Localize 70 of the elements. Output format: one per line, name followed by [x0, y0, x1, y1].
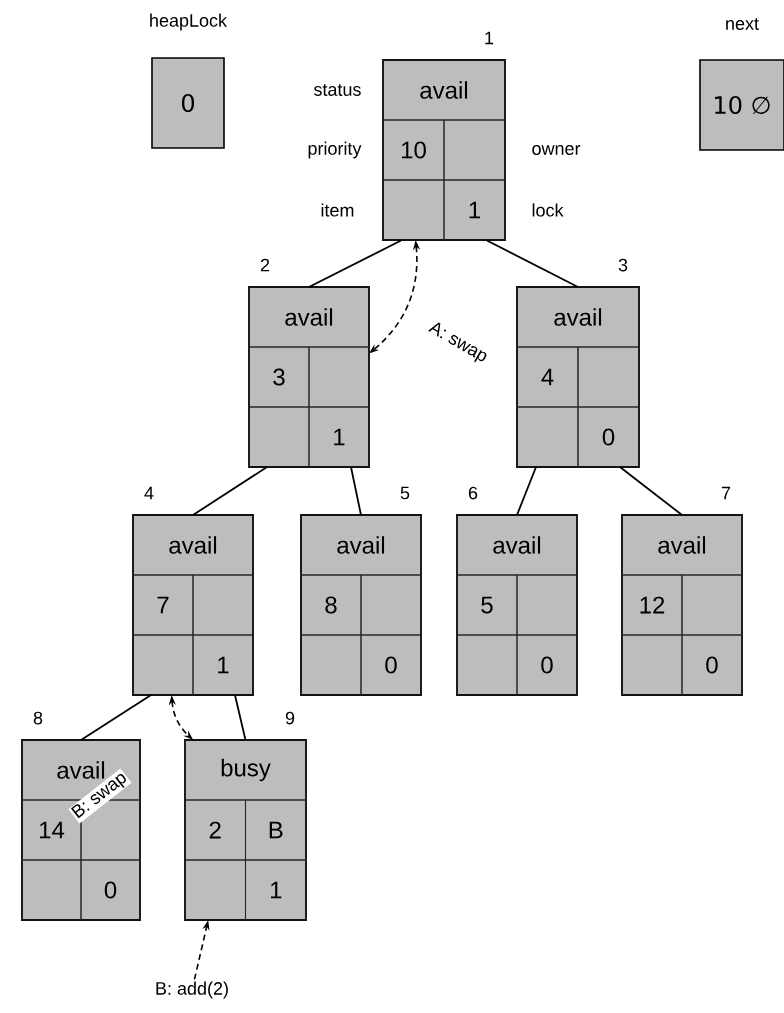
tree-edge [234, 694, 247, 741]
field-cell: 4 [516, 346, 579, 408]
tree-edge [192, 466, 268, 516]
variable-name: next [726, 18, 759, 30]
field-cell: 1 [308, 406, 370, 468]
node-number: 4 [144, 486, 154, 500]
field-cell: 0 [577, 406, 640, 468]
field-cell [577, 346, 640, 408]
tree-edge [485, 239, 579, 288]
tree-edge [80, 694, 152, 741]
field-cell: avail [516, 286, 640, 348]
node-number: 9 [285, 711, 295, 725]
node-number: 6 [468, 486, 478, 500]
field-cell [456, 634, 518, 696]
field-cell: avail [300, 514, 422, 576]
variable-name: heapLock [150, 13, 228, 31]
field-cell [621, 634, 683, 696]
tree-edge [308, 239, 403, 288]
field-cell: 7 [132, 574, 194, 636]
field-cell [300, 634, 362, 696]
node-number: 5 [400, 486, 410, 500]
node-number: 8 [33, 711, 43, 725]
field-cell: 1 [443, 179, 506, 241]
field-cell: avail [248, 286, 370, 348]
field-cell [192, 574, 254, 636]
field-cell [382, 179, 445, 241]
field-label: status [313, 84, 361, 96]
tree-edge [516, 466, 537, 516]
operation-label: B: add(2) [156, 981, 228, 999]
field-cell: avail [132, 514, 254, 576]
field-cell [516, 406, 579, 468]
field-label: priority [308, 141, 362, 159]
field-cell: B [245, 799, 307, 861]
field-cell [360, 574, 422, 636]
field-label: item [321, 203, 354, 217]
field-cell: 1 [192, 634, 254, 696]
field-cell: avail [382, 59, 506, 121]
field-label: owner [532, 145, 581, 155]
field-cell [681, 574, 743, 636]
field-cell [132, 634, 194, 696]
field-cell: 0 [360, 634, 422, 696]
field-cell: busy [184, 739, 307, 801]
field-cell: avail [621, 514, 743, 576]
field-cell: 3 [248, 346, 310, 408]
value-box: 0 [151, 57, 225, 149]
field-label: lock [532, 203, 564, 217]
value-box: 10 ∅ [699, 59, 784, 151]
field-cell: avail [456, 514, 578, 576]
field-cell: 8 [300, 574, 362, 636]
field-cell [516, 574, 578, 636]
field-cell: 1 [245, 859, 307, 921]
field-cell: 0 [516, 634, 578, 696]
field-cell: 0 [681, 634, 743, 696]
field-cell: 12 [621, 574, 683, 636]
field-cell: 2 [184, 799, 246, 861]
field-cell [308, 346, 370, 408]
field-cell: 5 [456, 574, 518, 636]
field-cell [184, 859, 246, 921]
edge-label: A: swap [424, 318, 492, 368]
field-cell [443, 119, 506, 181]
tree-edge [350, 466, 362, 516]
node-number: 2 [260, 258, 270, 272]
field-cell: 10 [382, 119, 445, 181]
node-number: 1 [485, 31, 494, 45]
field-cell [21, 859, 82, 921]
node-number: 7 [721, 486, 731, 500]
tree-edge [619, 466, 683, 516]
field-cell [248, 406, 310, 468]
node-number: 3 [618, 258, 628, 272]
field-cell: 0 [80, 859, 141, 921]
